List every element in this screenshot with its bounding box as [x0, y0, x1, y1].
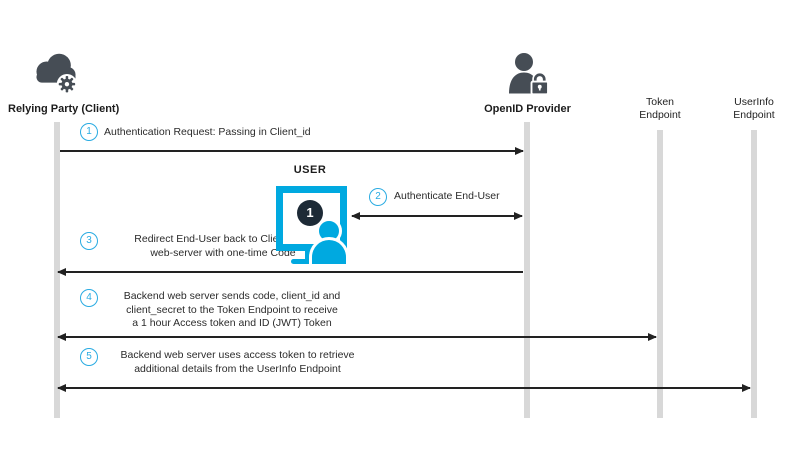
user-label: USER	[293, 164, 327, 176]
step-5-badge: 5	[80, 348, 98, 366]
step-1-text: Authentication Request: Passing in Clien…	[104, 126, 311, 138]
step-5-text: Backend web server uses access token to …	[120, 349, 355, 375]
step-4-badge: 4	[80, 289, 98, 307]
step-4-text: Backend web server sends code, client_id…	[123, 290, 341, 329]
step-1-badge: 1	[80, 123, 98, 141]
arrow-step-4	[57, 332, 657, 341]
lifeline-openid-provider	[524, 122, 530, 418]
step-2-text: Authenticate End-User	[394, 190, 500, 202]
person-lock-icon	[503, 50, 551, 98]
arrow-step-3	[57, 267, 523, 276]
arrow-step-1	[60, 146, 524, 155]
lifeline-token-endpoint	[657, 130, 663, 418]
end-user-body-icon	[309, 237, 349, 264]
arrow-step-2	[351, 211, 523, 220]
actor-label-relying-party: Relying Party (Client)	[8, 103, 120, 115]
step-3-badge: 3	[80, 232, 98, 250]
lifeline-userinfo-endpoint	[751, 130, 757, 418]
actor-label-token-endpoint: Token Endpoint	[639, 96, 681, 121]
actor-label-userinfo-endpoint: UserInfo Endpoint	[733, 96, 775, 121]
actor-label-openid-provider: OpenID Provider	[484, 103, 571, 115]
cloud-gear-icon	[31, 50, 81, 98]
arrow-step-5	[57, 383, 751, 392]
step-2-badge: 2	[369, 188, 387, 206]
